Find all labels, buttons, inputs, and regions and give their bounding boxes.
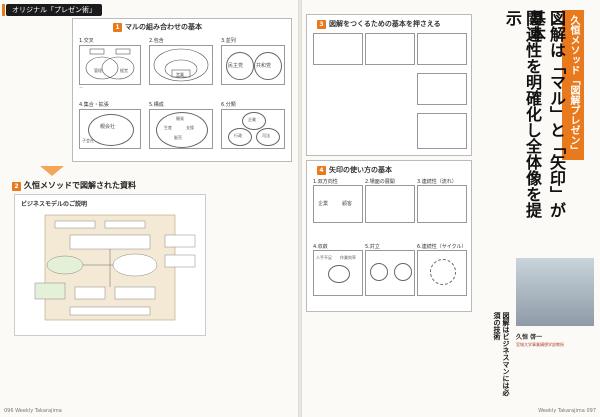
headline-2: 関連性を明確化し全体像を提示: [503, 10, 542, 218]
label-shien: 支援: [186, 125, 194, 130]
diagram-aggregate: 親会社 子会社: [79, 109, 141, 149]
label-minshu: 民主党: [228, 63, 244, 69]
diagram-include: 営業: [149, 45, 213, 85]
business-model-doc: ビジネスモデルのご説明: [14, 194, 206, 336]
label-gyosei: 行政: [234, 133, 242, 138]
diagram-cycle: [417, 250, 467, 296]
circle-parent: [88, 114, 134, 146]
folio-left: 096 Weekly Takarajima: [4, 408, 62, 414]
tag-mark: [2, 4, 5, 16]
label-seisan: 生産: [164, 125, 172, 130]
label-parent-co: 親会社: [100, 124, 116, 130]
diagram-converge: 人手不足 作業効率: [313, 250, 363, 296]
circle-gyosei: [228, 128, 252, 146]
label-kanri: 管理: [94, 68, 102, 73]
author-role: 宮城大学事業構想学部教授: [516, 342, 564, 347]
sub-include: 2.包含: [149, 38, 164, 44]
intersect-svg: [85, 48, 135, 80]
sub-converge: 4.収斂: [313, 244, 328, 250]
diagram-oppose: [365, 250, 415, 296]
circle-outer: [156, 112, 208, 148]
step3-box: [417, 33, 467, 65]
circle-minshu: [226, 52, 254, 80]
label-kyowa: 共和党: [256, 63, 272, 69]
diagram-intersect: 管理 経営: [79, 45, 141, 85]
sub-oppose: 5.対立: [365, 244, 380, 250]
circle-kyowa: [254, 52, 282, 80]
cycle-ring: [430, 259, 456, 285]
oppose-left: [370, 263, 388, 281]
caption-1: －: [79, 85, 83, 90]
label-hanbai: 販売: [174, 135, 182, 140]
panel2-caption: [313, 107, 413, 147]
folio-right: Weekly Takarajima 097: [538, 408, 596, 414]
diagram-compose: 開発 生産 支援 販売: [149, 109, 213, 149]
circle-kigyo: [242, 112, 266, 130]
sub-compose: 5.構成: [149, 102, 164, 108]
node-kigyo: 企業: [318, 201, 329, 207]
diagram-flow: [417, 185, 467, 223]
diagram-scene: [365, 185, 415, 223]
sub-parallel: 3.並列: [221, 38, 236, 44]
sub-scene: 2.場面の展開: [365, 179, 395, 185]
step2-box: [365, 33, 415, 65]
node-kokyaku: 顧客: [342, 201, 353, 207]
sub-aggregate: 4.集合・拡張: [79, 102, 109, 108]
doc-title: ビジネスモデルのご説明: [21, 201, 88, 208]
band-title: 久恒メソッド「図解プレゼン」: [562, 10, 584, 160]
sub-intersect: 1.交叉: [79, 38, 94, 44]
sub-classify: 6.分類: [221, 102, 236, 108]
diagram-bidirection: 企業 顧客: [313, 185, 363, 223]
headline-1: 図解は「マル」と「矢印」が基本: [527, 10, 566, 218]
sub-cycle: 6.連続性（サイクル）: [417, 244, 467, 250]
business-model-diagram: [34, 214, 196, 321]
author-name: 久恒 啓一: [516, 334, 543, 341]
label-kaihatsu: 開発: [176, 116, 184, 121]
gutter: [298, 0, 302, 417]
doc-caption: [208, 258, 292, 330]
sub-bidirection: 1.双方向性: [313, 179, 338, 185]
step4-box: [417, 73, 467, 105]
label-kigyo: 企業: [248, 117, 256, 122]
node-ninzu: 人手不足: [316, 255, 332, 260]
column-heading: 図解はビジネスマンには必須の技術: [493, 312, 510, 396]
section-tag: オリジナル「プレゼン術」: [6, 4, 102, 16]
include-svg: [153, 48, 209, 82]
label-child-co: 子会社: [82, 138, 94, 143]
label-keiei: 経営: [120, 68, 128, 73]
oppose-right: [394, 263, 412, 281]
step1-box: [313, 33, 363, 65]
sub-flow: 3.連続性（流れ）: [417, 179, 457, 185]
right-body-text: [306, 316, 486, 410]
node-sagyo: 作業効率: [340, 255, 356, 260]
step5-box: [417, 113, 467, 149]
author-portrait: [516, 258, 594, 326]
diagram-parallel: 民主党 共和党: [221, 45, 285, 85]
converge-node: [328, 265, 350, 283]
down-arrow: [40, 166, 64, 176]
circle-shiho: [256, 128, 280, 146]
diagram-classify: 企業 行政 司法: [221, 109, 285, 149]
label-shiho: 司法: [262, 133, 270, 138]
left-body-text: [12, 338, 292, 412]
label-eigyo: 営業: [176, 72, 184, 77]
